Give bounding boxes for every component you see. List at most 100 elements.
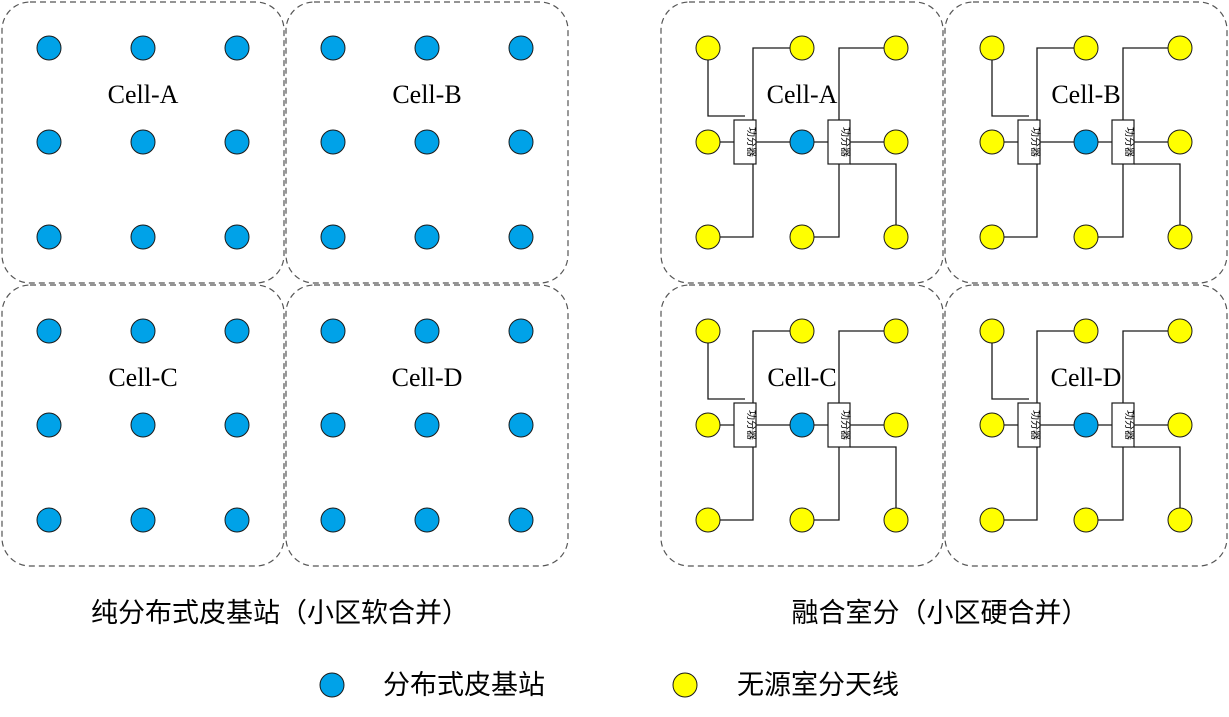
cell-region: Cell-B (285, 1, 569, 284)
pico-base-station (36, 35, 62, 61)
passive-antenna (1167, 318, 1193, 344)
passive-antenna (979, 318, 1005, 344)
feeder-cable (707, 331, 745, 400)
passive-antenna (695, 35, 721, 61)
splitter-label: 功分器 (839, 127, 851, 157)
pico-base-station (320, 318, 346, 344)
feeder-cable (708, 164, 754, 238)
feeder-cable (992, 447, 1038, 521)
power-splitter: 功分器 (1111, 402, 1135, 448)
feeder-cable (1134, 163, 1181, 237)
splitter-box (827, 119, 851, 165)
legend-antenna-marker (672, 672, 698, 698)
pico-base-station (130, 35, 156, 61)
splitter-box (1111, 402, 1135, 448)
power-splitter: 功分器 (827, 119, 851, 165)
power-splitter: 功分器 (1017, 402, 1041, 448)
cell-boundary (660, 284, 944, 567)
feeder-cable (838, 330, 896, 403)
feeder-cable (991, 331, 1029, 400)
pico-base-station (36, 507, 62, 533)
passive-antenna (883, 507, 909, 533)
pico-base-station (789, 412, 815, 438)
fusion-indoor-panel: 功分器功分器Cell-A功分器功分器Cell-B功分器功分器Cell-C功分器功… (660, 1, 1228, 567)
splitter-label: 功分器 (1123, 410, 1135, 440)
pure-distributed-panel: Cell-A Cell-B Cell-C Cell-D (1, 1, 569, 567)
power-splitter: 功分器 (733, 402, 757, 448)
cell-boundary (285, 284, 569, 567)
pico-base-station (224, 35, 250, 61)
passive-antenna (695, 507, 721, 533)
feeder-cable (708, 447, 754, 521)
passive-antenna (1073, 318, 1099, 344)
feeder-cable (1122, 330, 1180, 403)
pico-base-station (414, 412, 440, 438)
pico-base-station (224, 318, 250, 344)
cell-boundary (1, 1, 285, 284)
pico-base-station (224, 507, 250, 533)
splitter-label: 功分器 (1029, 410, 1041, 440)
cell-region: 功分器 功分器 Cell-C (660, 284, 944, 567)
feeder-cable (1036, 47, 1086, 120)
cell-label: Cell-A (108, 80, 179, 109)
passive-antenna (1167, 35, 1193, 61)
passive-antenna (695, 412, 721, 438)
cell-region: Cell-D (285, 284, 569, 567)
cell-label: Cell-B (1051, 80, 1120, 109)
cell-region: 功分器 功分器 Cell-B (944, 1, 1228, 284)
splitter-box (827, 402, 851, 448)
cell-boundary (660, 1, 944, 284)
pico-base-station (508, 318, 534, 344)
passive-antenna (883, 129, 909, 155)
pico-base-station (320, 224, 346, 250)
pico-base-station (130, 318, 156, 344)
cell-boundary (944, 284, 1228, 567)
feeder-cable (850, 446, 897, 520)
passive-antenna (789, 35, 815, 61)
cell-label: Cell-C (108, 363, 177, 392)
passive-antenna (695, 224, 721, 250)
pico-base-station (130, 129, 156, 155)
pico-base-station (130, 224, 156, 250)
splitter-label: 功分器 (1123, 127, 1135, 157)
splitter-label: 功分器 (839, 410, 851, 440)
splitter-box (733, 119, 757, 165)
feeder-cable (1134, 446, 1181, 520)
pico-base-station (789, 129, 815, 155)
splitter-label: 功分器 (745, 410, 757, 440)
splitter-box (1017, 402, 1041, 448)
cell-boundary (285, 1, 569, 284)
passive-antenna (789, 318, 815, 344)
pico-base-station (414, 129, 440, 155)
pico-base-station (414, 35, 440, 61)
cell-label: Cell-C (767, 363, 836, 392)
passive-antenna (979, 507, 1005, 533)
pico-base-station (1073, 412, 1099, 438)
pico-base-station (130, 412, 156, 438)
power-splitter: 功分器 (1111, 119, 1135, 165)
passive-antenna (883, 318, 909, 344)
cell-label: Cell-B (392, 80, 461, 109)
cell-boundary (1, 284, 285, 567)
pico-base-station (36, 129, 62, 155)
passive-antenna (979, 35, 1005, 61)
pico-base-station (320, 507, 346, 533)
passive-antenna (1167, 507, 1193, 533)
cell-region: 功分器功分器Cell-A (660, 1, 944, 284)
passive-antenna (695, 318, 721, 344)
passive-antenna (789, 224, 815, 250)
pico-base-station (508, 129, 534, 155)
pico-base-station (224, 412, 250, 438)
passive-antenna (979, 412, 1005, 438)
cell-label: Cell-D (1051, 363, 1122, 392)
feeder-cable (752, 330, 802, 403)
cell-region: 功分器 功分器 Cell-D (944, 284, 1228, 567)
splitter-box (1111, 119, 1135, 165)
passive-antenna (695, 129, 721, 155)
cell-label: Cell-D (392, 363, 463, 392)
splitter-label: 功分器 (1029, 127, 1041, 157)
splitter-label: 功分器 (745, 127, 757, 157)
power-splitter: 功分器 (827, 402, 851, 448)
passive-antenna (883, 35, 909, 61)
